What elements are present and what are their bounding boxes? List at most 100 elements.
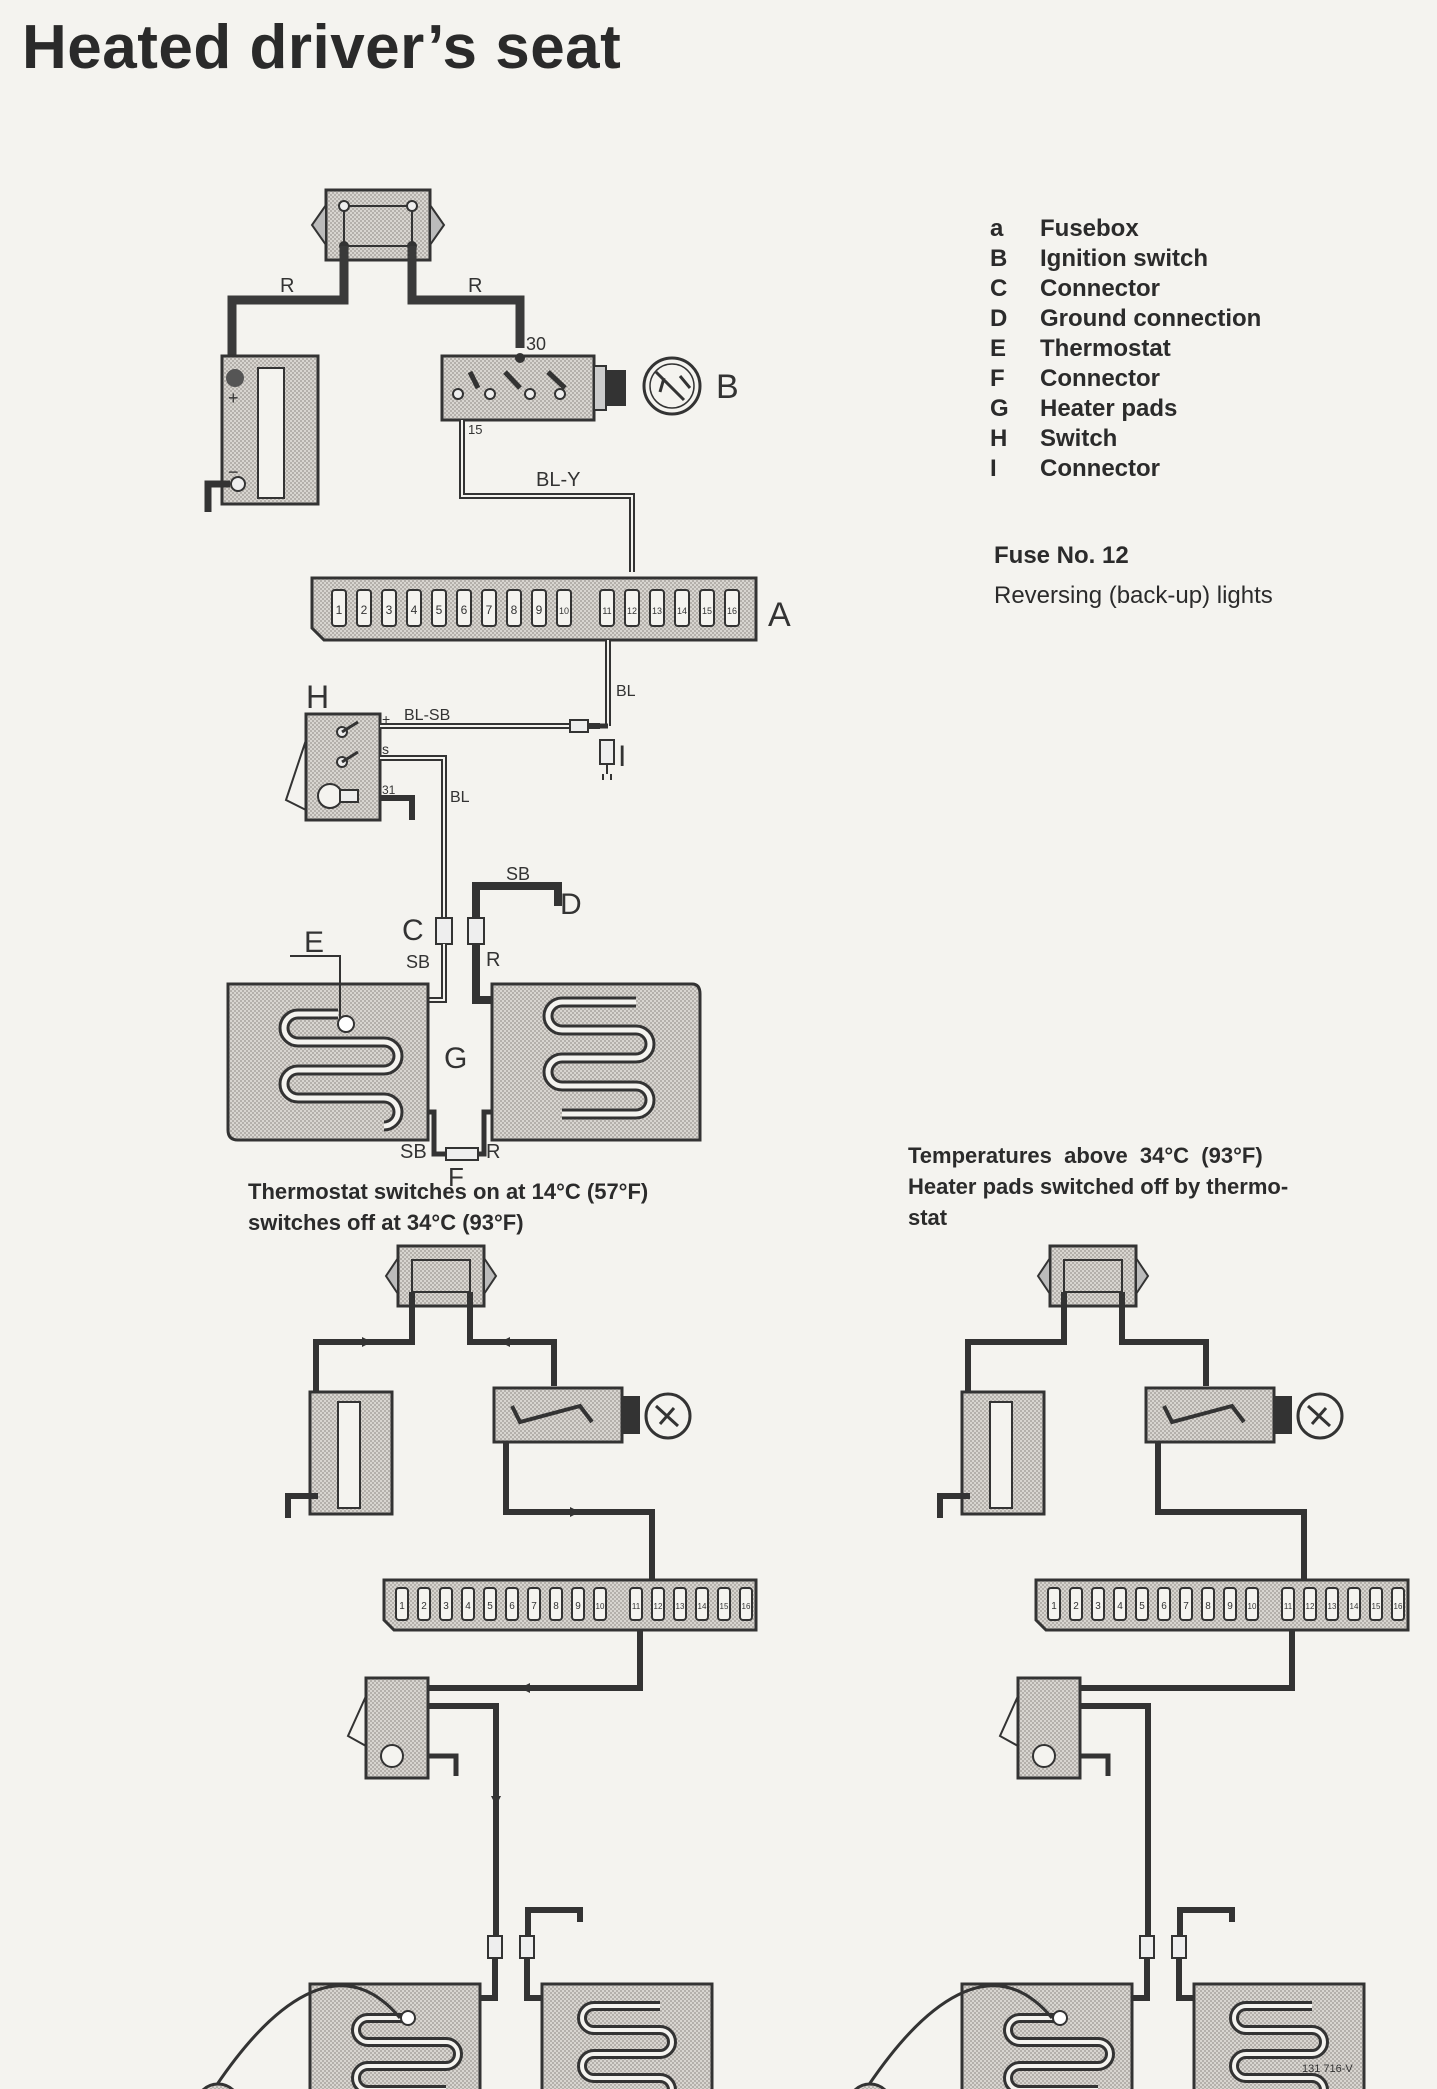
fuse-slot bbox=[724, 589, 740, 627]
label-wire-bl-y: BL-Y bbox=[536, 469, 580, 491]
fuse-slot bbox=[505, 1587, 519, 1621]
ref-b: B bbox=[716, 368, 739, 406]
heater-pad-right bbox=[1192, 1982, 1366, 2089]
fuse-number-label: 12 bbox=[627, 606, 637, 616]
fuse-slot bbox=[439, 1587, 453, 1621]
fuse-slot bbox=[1091, 1587, 1105, 1621]
legend-label: Fusebox bbox=[1040, 215, 1139, 242]
fuse-slot bbox=[571, 1587, 585, 1621]
legend-label: Heater pads bbox=[1040, 395, 1178, 422]
legend-label: Connector bbox=[1040, 365, 1160, 392]
fuse-number-label: 6 bbox=[1161, 1601, 1167, 1612]
fuse-number-label: 2 bbox=[1073, 1601, 1079, 1612]
legend-key: D bbox=[990, 305, 1008, 332]
fuse-description: Reversing (back-up) lights bbox=[994, 582, 1273, 609]
fuse-slot bbox=[1157, 1587, 1171, 1621]
fuse-number-label: 2 bbox=[421, 1601, 427, 1612]
fuse-slot bbox=[1391, 1587, 1405, 1621]
fuse-number-label: 3 bbox=[1095, 1601, 1101, 1612]
label-minus: − bbox=[228, 462, 239, 482]
fuse-slot bbox=[1347, 1587, 1361, 1621]
fuse-slot bbox=[624, 589, 640, 627]
legend-key: a bbox=[990, 215, 1004, 242]
connector-f bbox=[445, 1147, 479, 1161]
ref-e: E bbox=[304, 926, 324, 959]
fuse-number-label: 11 bbox=[602, 606, 611, 616]
fuse-number-label: 4 bbox=[465, 1601, 471, 1612]
caption-line: Thermostat switches on at 14°C (57°F) bbox=[248, 1179, 649, 1204]
fuse-slot bbox=[651, 1587, 665, 1621]
label-plus: + bbox=[228, 388, 239, 408]
ignition-switch bbox=[1144, 1386, 1344, 1444]
main-diagram: R R + − 30 15 bbox=[204, 188, 791, 1192]
ref-f: F bbox=[448, 1162, 464, 1192]
fuse-slot bbox=[1047, 1587, 1061, 1621]
legend-key: H bbox=[990, 425, 1008, 452]
fuse-number-label: 16 bbox=[1394, 1602, 1403, 1611]
legend-key: C bbox=[990, 275, 1008, 302]
fuse-slot bbox=[1369, 1587, 1383, 1621]
fuse-slot bbox=[717, 1587, 731, 1621]
fuse-number-label: 3 bbox=[386, 603, 393, 617]
fuse-number-label: 7 bbox=[1183, 1601, 1189, 1612]
fuse-number-label: 8 bbox=[1205, 1601, 1211, 1612]
label-terminal-s: s bbox=[382, 741, 389, 757]
thermometer-icon bbox=[853, 2082, 887, 2089]
label-wire-sb: SB bbox=[400, 1141, 427, 1163]
label-wire-sb: SB bbox=[506, 864, 530, 884]
fuse-slot bbox=[1245, 1587, 1259, 1621]
fuse-slot bbox=[481, 589, 497, 627]
fuse-number-label: 1 bbox=[1051, 1601, 1057, 1612]
legend-key: E bbox=[990, 335, 1007, 362]
fuse-slot bbox=[549, 1587, 563, 1621]
heater-pad-right bbox=[540, 1982, 714, 2089]
fuse-slot bbox=[1201, 1587, 1215, 1621]
switch-h bbox=[346, 1676, 459, 1780]
heater-pad-right bbox=[490, 982, 702, 1142]
caption-line: switches off at 34°C (93°F) bbox=[248, 1210, 524, 1235]
fuse-slot bbox=[406, 589, 422, 627]
fuse-slot bbox=[593, 1587, 607, 1621]
fuse-number-label: 4 bbox=[1117, 1601, 1123, 1612]
ref-a: A bbox=[768, 596, 791, 634]
fuse-number-label: 13 bbox=[676, 1602, 685, 1611]
legend-key: B bbox=[990, 245, 1008, 272]
battery bbox=[285, 1390, 394, 1518]
fuse-slot bbox=[1135, 1587, 1149, 1621]
label-wire-bl: BL bbox=[450, 789, 470, 806]
fuse-number-label: 13 bbox=[1328, 1602, 1337, 1611]
fuse-number-label: 16 bbox=[742, 1602, 751, 1611]
fuse-number-label: 13 bbox=[652, 606, 662, 616]
fuse-number-label: 7 bbox=[486, 603, 493, 617]
fuse-note: Fuse No. 12 Reversing (back-up) lights bbox=[994, 542, 1273, 610]
fuse-slot bbox=[1325, 1587, 1339, 1621]
fuse-number-label: 1 bbox=[336, 603, 343, 617]
fuse-slot bbox=[739, 1587, 753, 1621]
fuse-number-label: 15 bbox=[702, 606, 712, 616]
ref-g: G bbox=[444, 1042, 467, 1075]
fuse-slot bbox=[395, 1587, 409, 1621]
battery bbox=[937, 1390, 1046, 1518]
ignition-switch bbox=[492, 1386, 692, 1444]
fuse-number-label: 10 bbox=[596, 1602, 605, 1611]
ignition-switch: 30 15 bbox=[440, 334, 626, 437]
fuse-number-label: 10 bbox=[1248, 1602, 1257, 1611]
fuse-number-label: 14 bbox=[677, 606, 687, 616]
label-plus: + bbox=[382, 711, 390, 727]
fuse-number-label: 12 bbox=[1306, 1602, 1315, 1611]
fuse-slot bbox=[556, 589, 572, 627]
fuse-number-label: 6 bbox=[461, 603, 468, 617]
relay-box bbox=[1036, 1244, 1150, 1308]
fuse-number-label: 11 bbox=[1284, 1602, 1293, 1611]
legend-label: Thermostat bbox=[1040, 335, 1171, 362]
fuse-number-label: 14 bbox=[698, 1602, 707, 1611]
